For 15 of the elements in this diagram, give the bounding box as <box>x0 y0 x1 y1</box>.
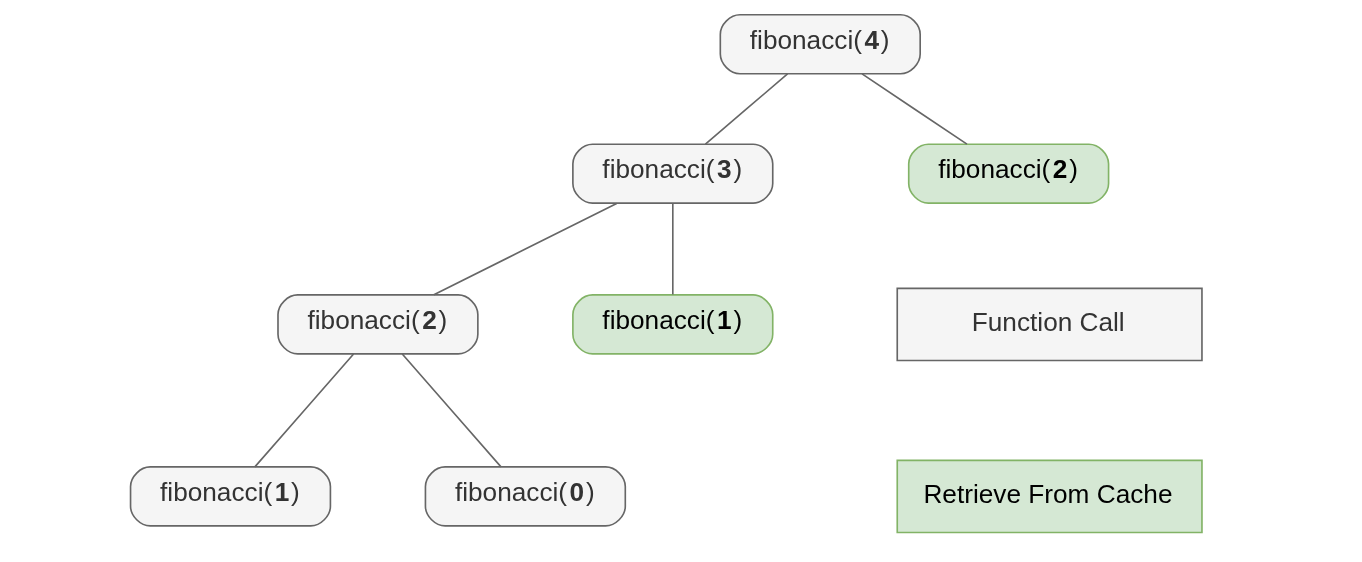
connector <box>672 202 674 296</box>
node-box: fibonacci(2) <box>277 294 479 355</box>
connector <box>433 202 618 296</box>
connector <box>401 353 502 468</box>
connector <box>861 73 968 145</box>
node-box: fibonacci(2) <box>907 143 1110 204</box>
node-box: fibonacci(4) <box>719 13 921 75</box>
connector <box>254 353 355 468</box>
node-box: fibonacci(3) <box>572 143 774 204</box>
node-box: fibonacci(0) <box>424 466 627 527</box>
node-box: fibonacci(1) <box>572 294 774 355</box>
legend-label: Retrieve From Cache <box>923 478 1173 509</box>
connector <box>704 73 789 145</box>
legend-label: Function Call <box>971 306 1125 337</box>
node-box: fibonacci(1) <box>129 466 332 527</box>
